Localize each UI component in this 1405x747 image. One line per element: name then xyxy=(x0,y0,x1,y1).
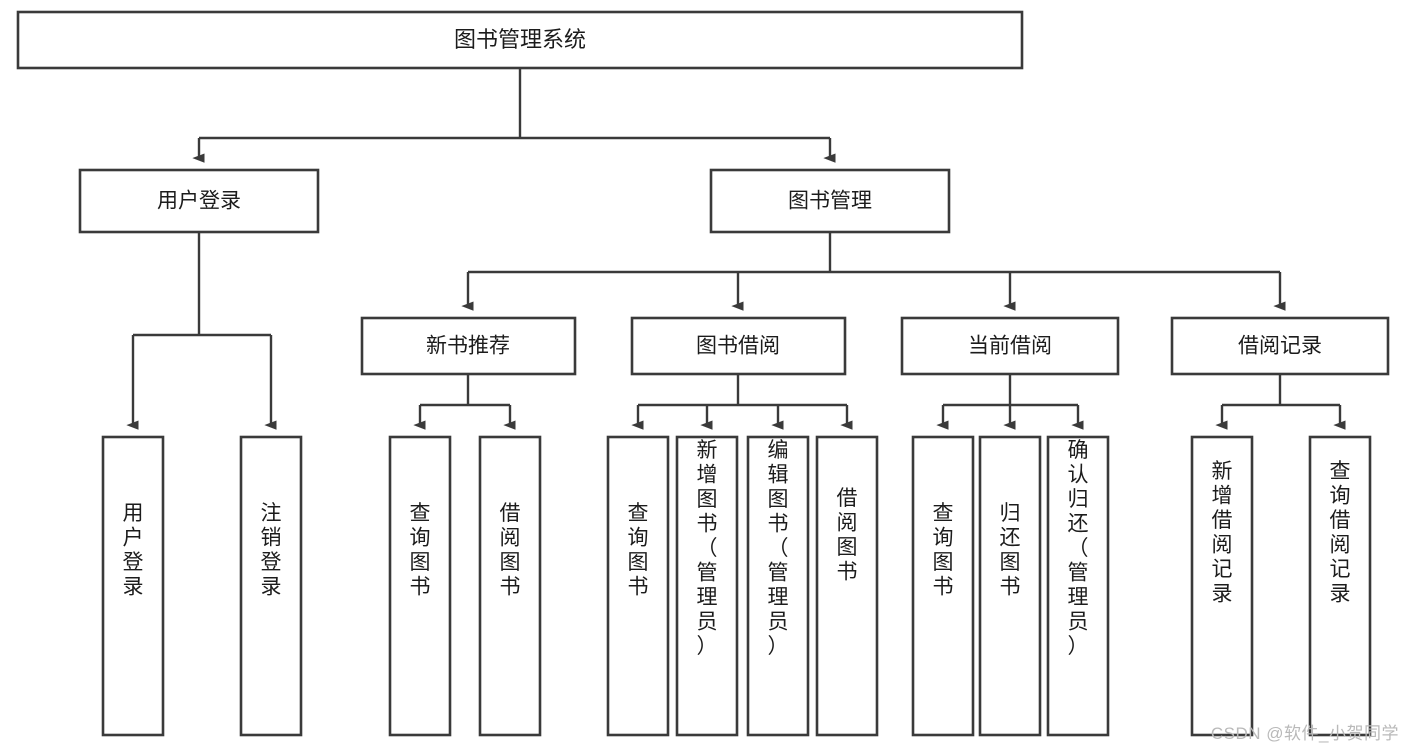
leaf-user-login-label: 用户登录 xyxy=(123,502,144,599)
csdn-watermark: CSDN @软件_小贺同学 xyxy=(1210,724,1399,743)
node-current-borrow[interactable]: 当前借阅 xyxy=(900,316,1120,376)
leaf-borrow-book-1[interactable]: 借阅图书 xyxy=(478,435,542,737)
node-root[interactable]: 图书管理系统 xyxy=(16,10,1024,70)
leaf-query-book-1-box[interactable] xyxy=(388,435,452,737)
node-book-manage-box[interactable] xyxy=(709,168,951,234)
node-root-label: 图书管理系统 xyxy=(454,27,586,52)
leaf-borrow-book-2-label: 借阅图书 xyxy=(837,487,858,584)
leaf-edit-book-box[interactable] xyxy=(746,435,810,737)
connector-layer xyxy=(133,68,1340,425)
leaf-borrow-book-1-box[interactable] xyxy=(478,435,542,737)
leaf-add-record[interactable]: 新增借阅记录 xyxy=(1190,435,1254,737)
leaf-confirm-return-label: 确认归还（管理员） xyxy=(1068,439,1089,658)
leaf-borrow-book-2[interactable]: 借阅图书 xyxy=(815,435,879,737)
leaf-logout-box[interactable] xyxy=(239,435,303,737)
leaf-query-book-1[interactable]: 查询图书 xyxy=(388,435,452,737)
node-borrow-record[interactable]: 借阅记录 xyxy=(1170,316,1390,376)
node-new-book-recommend-label: 新书推荐 xyxy=(426,335,510,358)
leaf-return-book-label: 归还图书 xyxy=(1000,502,1021,599)
leaf-user-login[interactable]: 用户登录 xyxy=(101,435,165,737)
node-book-borrow-label: 图书借阅 xyxy=(696,335,780,358)
leaf-query-book-1-label: 查询图书 xyxy=(410,502,431,599)
leaf-confirm-return-box[interactable] xyxy=(1046,435,1110,737)
node-book-manage[interactable]: 图书管理 xyxy=(709,168,951,234)
leaf-query-book-2-label: 查询图书 xyxy=(628,502,649,599)
leaf-edit-book-label: 编辑图书（管理员） xyxy=(768,439,789,658)
leaf-query-record-box[interactable] xyxy=(1308,435,1372,737)
leaf-query-book-2[interactable]: 查询图书 xyxy=(606,435,670,737)
node-root-box[interactable] xyxy=(16,10,1024,70)
leaf-edit-book[interactable]: 编辑图书（管理员） xyxy=(746,435,810,737)
leaf-query-record[interactable]: 查询借阅记录 xyxy=(1308,435,1372,737)
leaf-query-book-3-box[interactable] xyxy=(911,435,975,737)
leaf-add-record-box[interactable] xyxy=(1190,435,1254,737)
leaf-add-book[interactable]: 新增图书（管理员） xyxy=(675,435,739,737)
node-user-login-box[interactable] xyxy=(78,168,320,234)
leaf-borrow-book-1-label: 借阅图书 xyxy=(500,502,521,599)
node-book-manage-label: 图书管理 xyxy=(788,190,872,213)
node-book-borrow-box[interactable] xyxy=(630,316,847,376)
node-current-borrow-label: 当前借阅 xyxy=(968,335,1052,358)
leaf-add-book-label: 新增图书（管理员） xyxy=(697,439,718,658)
leaf-user-login-box[interactable] xyxy=(101,435,165,737)
leaf-confirm-return[interactable]: 确认归还（管理员） xyxy=(1046,435,1110,737)
leaf-borrow-book-2-box[interactable] xyxy=(815,435,879,737)
node-current-borrow-box[interactable] xyxy=(900,316,1120,376)
leaf-logout-label: 注销登录 xyxy=(261,502,282,599)
node-user-login-label: 用户登录 xyxy=(157,190,241,213)
leaf-logout[interactable]: 注销登录 xyxy=(239,435,303,737)
leaf-add-book-box[interactable] xyxy=(675,435,739,737)
leaf-query-record-label: 查询借阅记录 xyxy=(1330,460,1351,606)
leaf-return-book[interactable]: 归还图书 xyxy=(978,435,1042,737)
leaf-return-book-box[interactable] xyxy=(978,435,1042,737)
leaf-query-book-3-label: 查询图书 xyxy=(933,502,954,599)
node-borrow-record-box[interactable] xyxy=(1170,316,1390,376)
node-new-book-recommend[interactable]: 新书推荐 xyxy=(360,316,577,376)
node-borrow-record-label: 借阅记录 xyxy=(1238,335,1322,358)
leaf-query-book-2-box[interactable] xyxy=(606,435,670,737)
leaf-query-book-3[interactable]: 查询图书 xyxy=(911,435,975,737)
node-user-login[interactable]: 用户登录 xyxy=(78,168,320,234)
node-book-borrow[interactable]: 图书借阅 xyxy=(630,316,847,376)
leaf-add-record-label: 新增借阅记录 xyxy=(1212,460,1233,606)
node-new-book-recommend-box[interactable] xyxy=(360,316,577,376)
